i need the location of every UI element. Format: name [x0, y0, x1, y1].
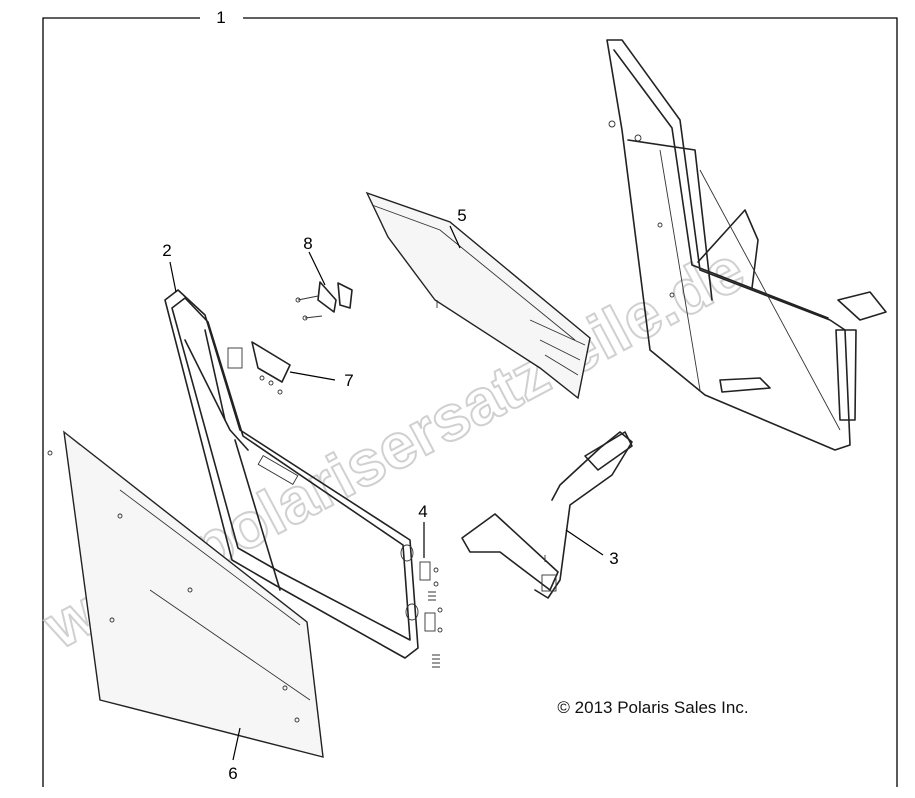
callout-4: 4 [418, 502, 427, 521]
hinge-bracket [295, 281, 353, 321]
callout-8: 8 [303, 234, 312, 253]
leader-7 [289, 371, 336, 381]
callout-6: 6 [228, 764, 237, 783]
left-door-frame [164, 289, 419, 659]
latch-hardware [419, 561, 443, 668]
leader-2 [169, 261, 177, 293]
callout-7: 7 [344, 371, 353, 390]
callout-3: 3 [609, 549, 618, 568]
copyright-notice: © 2013 Polaris Sales Inc. [557, 698, 748, 717]
callout-5: 5 [457, 206, 466, 225]
right-door-assembly [606, 39, 887, 451]
assembly-frame [42, 17, 898, 787]
leader-6 [232, 727, 241, 761]
upper-door-panel [365, 191, 591, 400]
door-brace [461, 431, 633, 599]
leader-3 [565, 529, 604, 556]
leader-5 [449, 225, 461, 249]
callout-1: 1 [216, 8, 225, 27]
callout-2: 2 [162, 241, 171, 260]
door-panel [47, 430, 324, 758]
latch-bracket [227, 341, 291, 395]
leader-8 [308, 251, 326, 286]
